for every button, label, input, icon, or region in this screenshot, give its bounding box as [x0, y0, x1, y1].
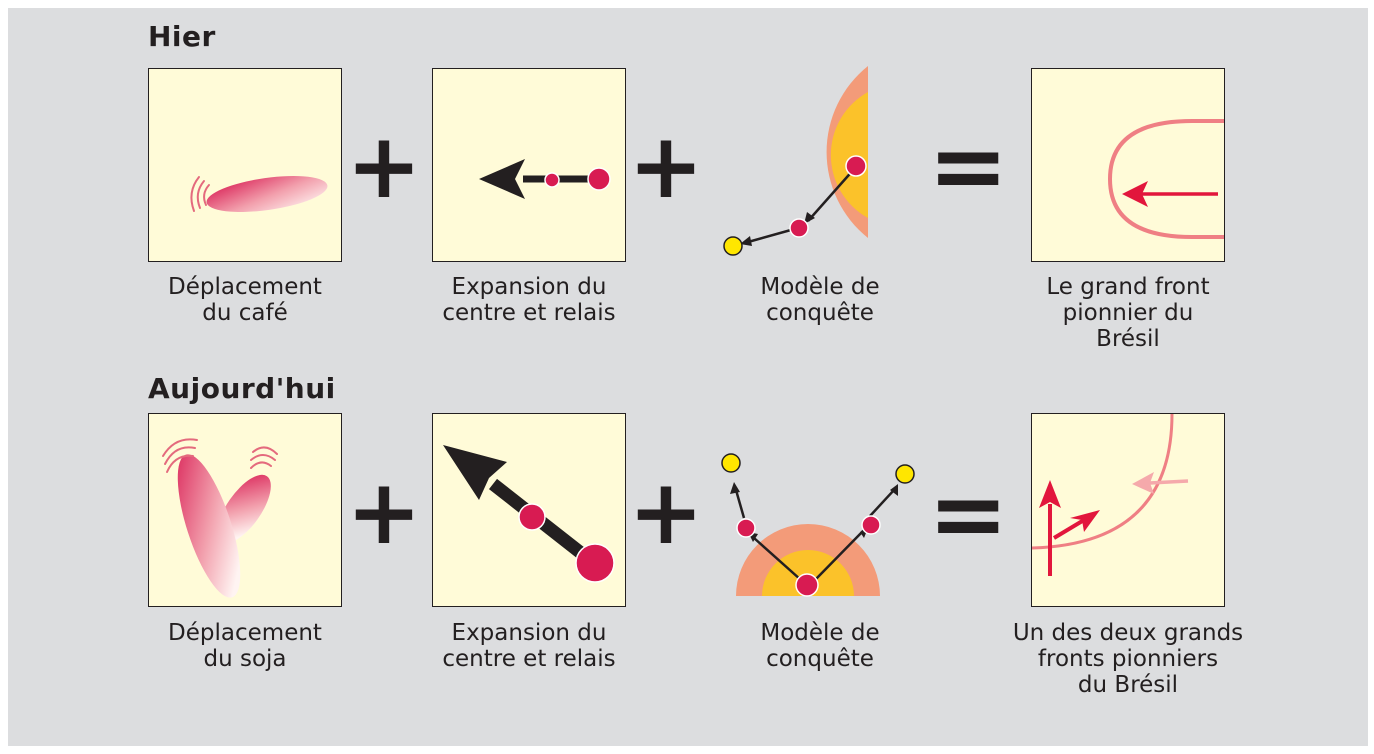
- soy-motion-marks-left: [162, 438, 198, 473]
- soy-displacement-box: [148, 413, 342, 607]
- inner-zone: [762, 550, 854, 596]
- section-title-hier: Hier: [148, 20, 216, 53]
- center-point: [795, 573, 819, 597]
- relay-point: [789, 218, 809, 238]
- center-point: [845, 155, 867, 177]
- pioneer-front-curve: [1032, 414, 1174, 550]
- frontier-point: [723, 236, 743, 256]
- center-expansion-box: [432, 68, 626, 262]
- equals-operator: =: [928, 110, 1009, 222]
- plus-operator: +: [628, 114, 704, 219]
- plus-operator: +: [346, 114, 422, 219]
- pioneer-front-box: [1031, 68, 1225, 262]
- new-front-arrow-northeast: [1052, 510, 1100, 540]
- two-pioneer-fronts-box: [1031, 413, 1225, 607]
- coffee-motion-marks: [190, 176, 210, 212]
- frontier-point-right: [895, 464, 915, 484]
- relay-point: [518, 503, 546, 531]
- pioneer-front-curve: [1107, 119, 1224, 239]
- soy-motion-marks-right: [250, 446, 278, 469]
- relay-point-right: [861, 515, 881, 535]
- expansion-arrow-head: [479, 159, 525, 199]
- conquest-model-diagram: [723, 66, 868, 256]
- frontier-point-left: [721, 453, 741, 473]
- center-point: [575, 543, 615, 583]
- plus-operator: +: [628, 460, 704, 565]
- section-title-aujourdhui: Aujourd'hui: [148, 372, 336, 405]
- coffee-displacement-box: [148, 68, 342, 262]
- front-arrow-head: [1122, 181, 1148, 207]
- coffee-zone-shape: [206, 176, 328, 212]
- equals-operator: =: [928, 458, 1009, 570]
- expansion-arrow-head: [443, 445, 507, 500]
- center-point: [587, 167, 611, 191]
- conquest-model-diagram: [721, 453, 915, 597]
- plus-operator: +: [346, 460, 422, 565]
- new-front-arrow-north: [1039, 480, 1061, 576]
- soy-zone-primary: [177, 454, 241, 598]
- center-expansion-box: [432, 413, 626, 607]
- old-front-arrow: [1132, 472, 1189, 494]
- relay-point: [544, 172, 560, 188]
- relay-point-left: [736, 518, 756, 538]
